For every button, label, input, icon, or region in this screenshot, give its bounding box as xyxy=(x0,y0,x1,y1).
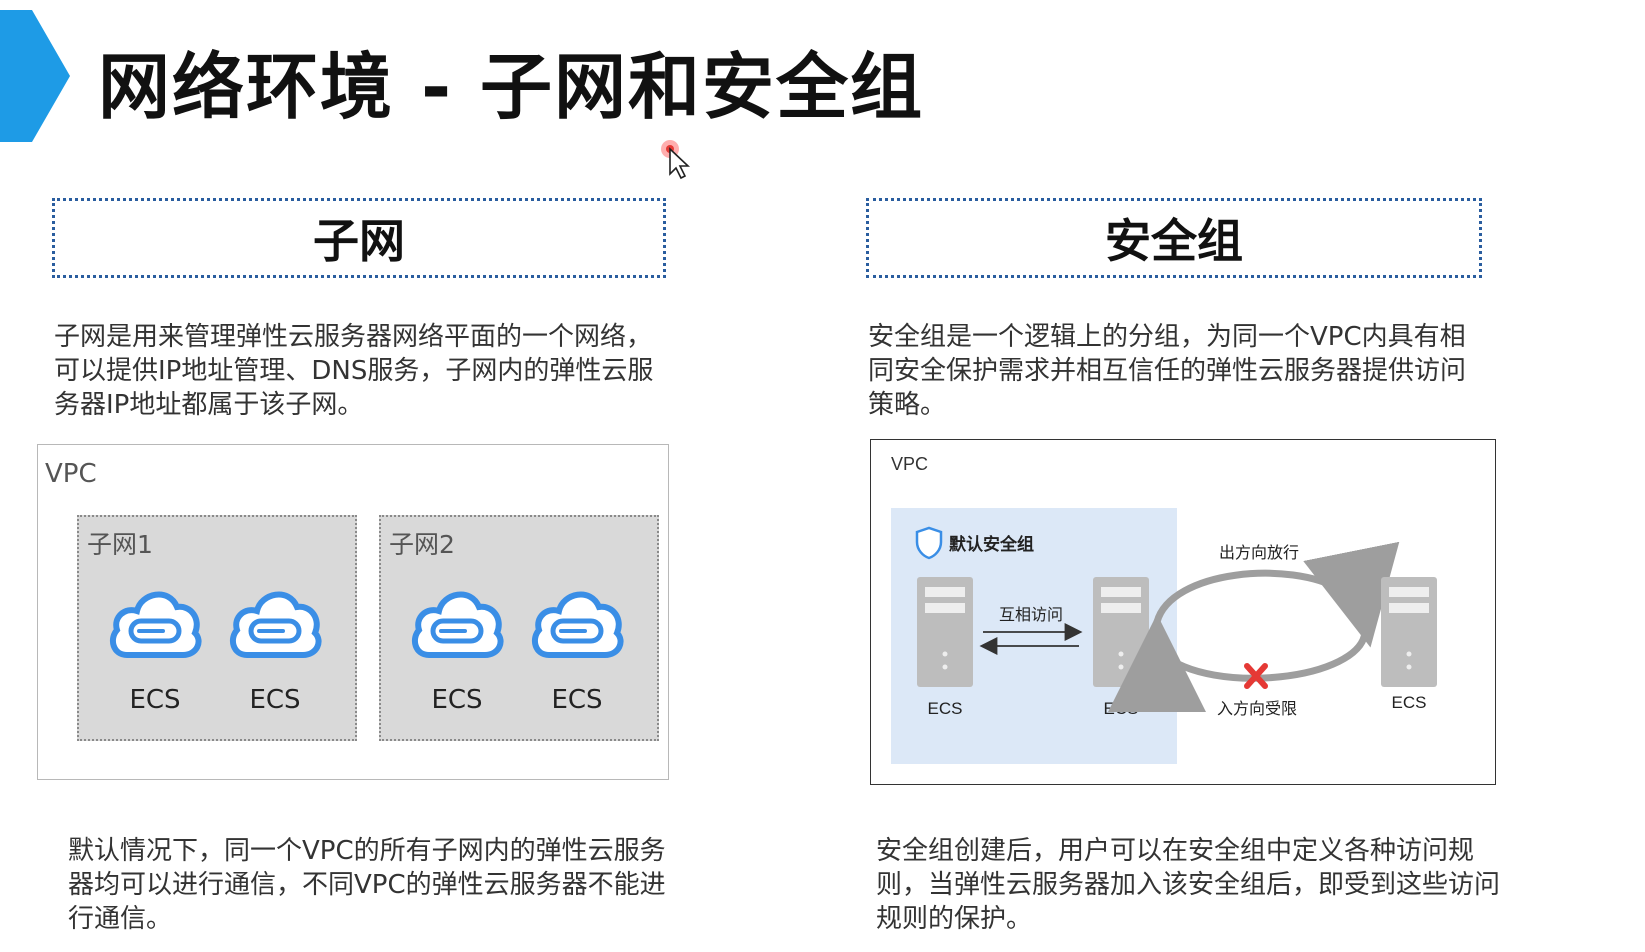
vpc-label-right: VPC xyxy=(891,454,928,474)
subnet-heading: 子网 xyxy=(313,214,405,268)
ecs-label-left: ECS xyxy=(928,699,963,718)
chevron-accent-icon xyxy=(0,10,70,142)
inbound-arrow xyxy=(1108,614,1369,713)
inbound-label: 入方向受限 xyxy=(1217,699,1297,718)
cloud-server-icon xyxy=(411,591,504,658)
security-group-heading-box: 安全组 xyxy=(866,198,1482,278)
outbound-arrow xyxy=(1153,541,1400,648)
ecs-label-right: ECS xyxy=(1392,693,1427,712)
security-group-heading: 安全组 xyxy=(1105,214,1243,268)
page-title: 网络环境 - 子网和安全组 xyxy=(98,45,925,129)
ecs-label: ECS xyxy=(431,685,483,715)
ecs-node: ECS xyxy=(525,575,629,715)
server-icon xyxy=(1381,577,1437,687)
ecs-node: ECS xyxy=(223,575,327,715)
outbound-label: 出方向放行 xyxy=(1219,543,1299,562)
ecs-label-middle: ECS xyxy=(1104,699,1139,718)
subnet-1-box: 子网1 ECS ECS xyxy=(77,515,357,741)
default-security-group-label: 默认安全组 xyxy=(949,534,1034,555)
subnet-2-label: 子网2 xyxy=(389,530,455,559)
ecs-label: ECS xyxy=(249,685,301,715)
ecs-label: ECS xyxy=(551,685,603,715)
subnet-diagram: VPC 子网1 ECS ECS 子网2 xyxy=(37,444,669,780)
ecs-node: ECS xyxy=(103,575,207,715)
cloud-server-icon xyxy=(531,591,624,658)
subnet-2-box: 子网2 ECS ECS xyxy=(379,515,659,741)
vpc-label: VPC xyxy=(45,459,97,489)
server-icon xyxy=(917,577,973,687)
subnet-description: 子网是用来管理弹性云服务器网络平面的一个网络，可以提供IP地址管理、DNS服务，… xyxy=(54,322,654,420)
security-group-note: 安全组创建后，用户可以在安全组中定义各种访问规则，当弹性云服务器加入该安全组后，… xyxy=(876,836,1501,934)
mutual-access-label: 互相访问 xyxy=(999,605,1063,624)
security-group-diagram: VPC 默认安全组 ECS ECS 互相访问 xyxy=(870,439,1496,785)
cloud-server-icon xyxy=(109,591,202,658)
mouse-cursor-icon xyxy=(661,140,691,180)
cross-icon xyxy=(1244,663,1268,689)
ecs-label: ECS xyxy=(129,685,181,715)
shield-icon xyxy=(915,526,943,560)
subnet-note: 默认情况下，同一个VPC的所有子网内的弹性云服务器均可以进行通信，不同VPC的弹… xyxy=(68,836,666,934)
ecs-node: ECS xyxy=(405,575,509,715)
subnet-heading-box: 子网 xyxy=(52,198,666,278)
security-group-description: 安全组是一个逻辑上的分组，为同一个VPC内具有相同安全保护需求并相互信任的弹性云… xyxy=(868,322,1467,420)
server-icon xyxy=(1093,577,1149,687)
cloud-server-icon xyxy=(229,591,322,658)
subnet-1-label: 子网1 xyxy=(87,530,153,559)
